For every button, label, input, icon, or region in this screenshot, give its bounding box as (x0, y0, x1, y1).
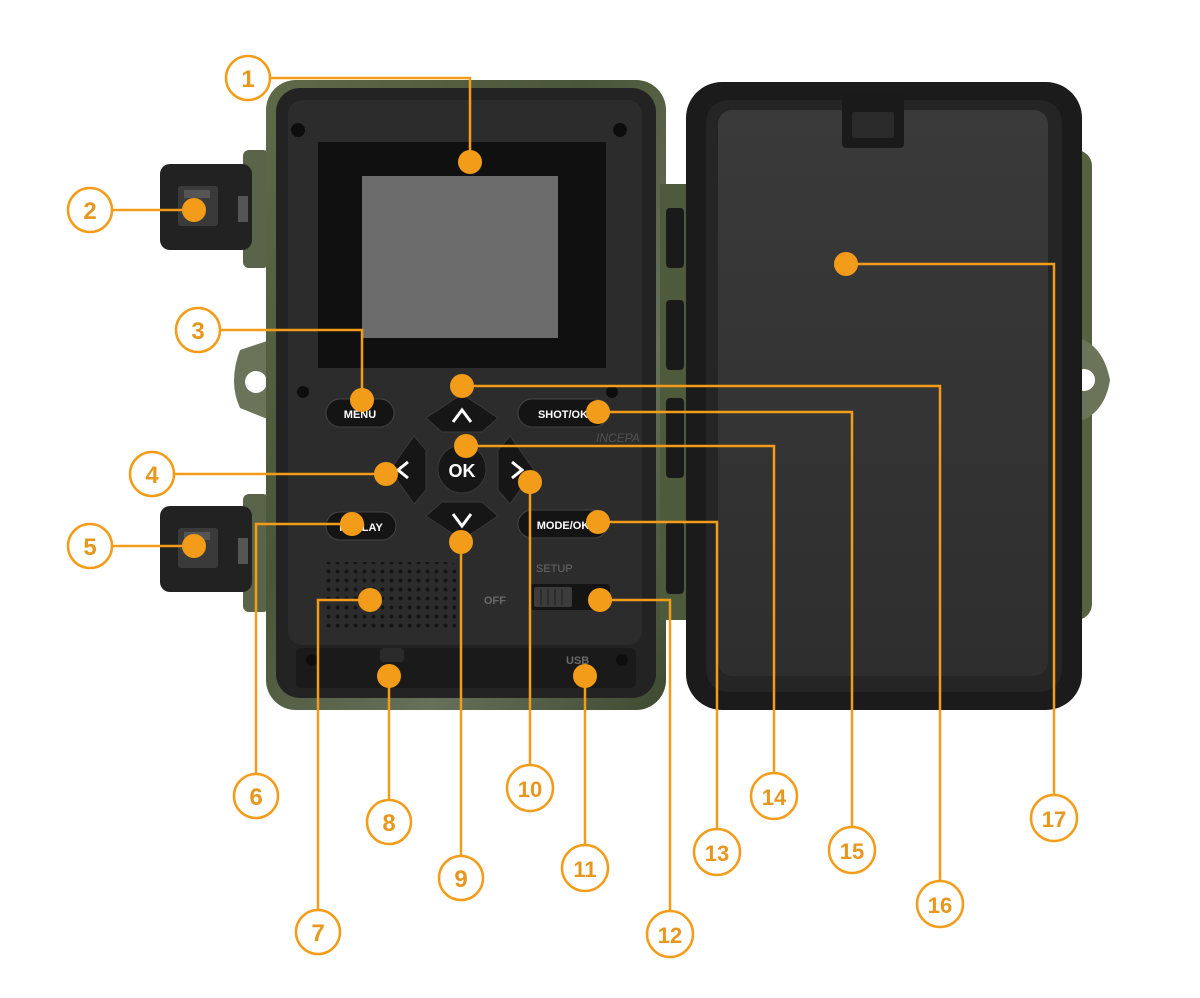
latch-bottom[interactable] (160, 494, 269, 612)
switch-label-off: OFF (484, 595, 506, 607)
dot-4 (374, 462, 398, 486)
callout-number: 17 (1042, 807, 1066, 832)
up-button[interactable] (425, 393, 499, 433)
leader-line-12 (600, 598, 672, 912)
lcd-screen (362, 176, 558, 338)
callout-11: 11 (560, 843, 610, 893)
dot-3 (350, 388, 374, 412)
shot-ok-button-label: SHOT/OK (538, 409, 588, 421)
callout-10: 10 (505, 763, 555, 813)
left-button[interactable] (389, 435, 427, 505)
camera-rear-lid (686, 82, 1110, 710)
chevron-right-icon (511, 460, 525, 480)
usb-port-label: USB (566, 655, 589, 667)
screw (291, 123, 305, 137)
callout-number: 15 (840, 839, 864, 864)
sd-card-slot[interactable] (380, 648, 404, 662)
callout-number: 12 (658, 923, 682, 948)
callout-number: 10 (518, 777, 542, 802)
callout-5: 5 (66, 522, 114, 570)
callout-7: 7 (294, 908, 342, 956)
callout-number: 5 (83, 534, 96, 561)
chevron-up-icon (451, 407, 473, 423)
callout-17: 17 (1029, 793, 1079, 843)
camera-front-body: MENU REPLAY SHOT/OK MODE/OK (160, 80, 666, 710)
callout-4: 4 (128, 450, 176, 498)
leader-line-17 (846, 262, 1056, 796)
leader-line-14 (466, 444, 776, 774)
callout-3: 3 (174, 306, 222, 354)
callout-number: 13 (705, 841, 729, 866)
dot-10 (518, 470, 542, 494)
hinge (660, 184, 688, 620)
dot-12 (588, 588, 612, 612)
callout-dots (182, 150, 858, 688)
dot-6 (340, 512, 364, 536)
dot-11 (573, 664, 597, 688)
battery-compartment-cover (718, 110, 1048, 676)
callout-number: 11 (573, 857, 596, 882)
dot-16 (450, 374, 474, 398)
callout-number: 2 (83, 198, 96, 225)
chevron-left-icon (395, 460, 409, 480)
callout-number: 14 (762, 785, 787, 810)
callout-12: 12 (645, 909, 695, 959)
callout-number: 9 (454, 866, 467, 893)
callout-number: 6 (249, 784, 262, 811)
strap-mount-ear (234, 340, 270, 420)
callout-badges: 1 2 3 4 5 6 7 8 (66, 54, 1079, 959)
dot-8 (377, 664, 401, 688)
speaker-grille (322, 562, 456, 632)
leader-line-16 (462, 384, 942, 882)
leader-lines (112, 76, 1056, 912)
switch-label-setup: SETUP (536, 563, 573, 575)
dot-9 (449, 530, 473, 554)
mode-ok-button[interactable]: MODE/OK (517, 509, 609, 539)
callout-number: 7 (311, 920, 324, 947)
dot-17 (834, 252, 858, 276)
callout-8: 8 (365, 798, 413, 846)
screw (613, 123, 627, 137)
menu-button-label: MENU (344, 409, 376, 421)
chevron-down-icon (451, 513, 473, 529)
dot-1 (458, 150, 482, 174)
dot-14 (454, 434, 478, 458)
leader-line-13 (598, 520, 719, 830)
callout-number: 16 (928, 893, 952, 918)
dot-13 (586, 510, 610, 534)
dot-7 (358, 588, 382, 612)
dpad: OK (389, 393, 535, 541)
callout-number: 3 (191, 318, 204, 345)
dot-5 (182, 534, 206, 558)
screw (297, 386, 309, 398)
watermark-text: INCEPA (596, 431, 640, 445)
callout-2: 2 (66, 186, 114, 234)
leader-line-7 (316, 598, 370, 910)
ok-button-label: OK (449, 461, 476, 481)
callout-9: 9 (437, 854, 485, 902)
lid-clip[interactable] (842, 92, 904, 148)
callout-number: 8 (382, 810, 395, 837)
leader-line-1 (270, 76, 472, 162)
callout-15: 15 (827, 825, 877, 875)
callout-6: 6 (232, 772, 280, 820)
screw (616, 654, 628, 666)
dot-2 (182, 198, 206, 222)
callout-14: 14 (749, 771, 799, 821)
callout-16: 16 (915, 879, 965, 929)
callout-number: 1 (241, 66, 254, 93)
callout-number: 4 (145, 462, 159, 489)
screw (606, 386, 618, 398)
screw (306, 654, 318, 666)
leader-line-6 (254, 522, 352, 774)
callout-1: 1 (224, 54, 272, 102)
dot-15 (586, 400, 610, 424)
right-button[interactable] (497, 435, 535, 505)
leader-line-3 (220, 328, 364, 400)
mode-ok-button-label: MODE/OK (537, 520, 590, 532)
callout-13: 13 (692, 827, 742, 877)
leader-line-15 (598, 410, 854, 828)
